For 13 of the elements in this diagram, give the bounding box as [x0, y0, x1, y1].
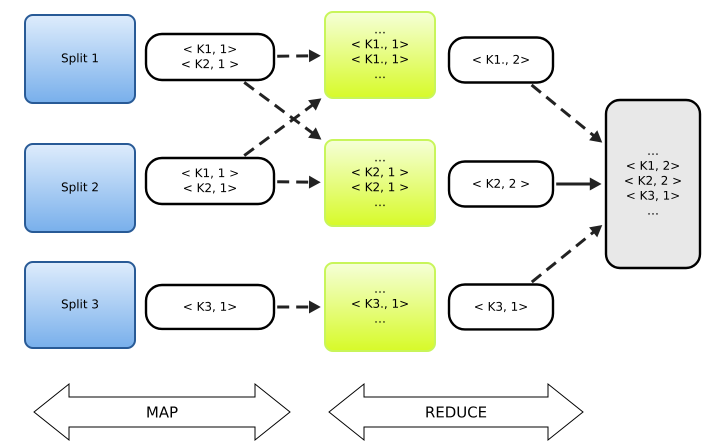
- key-value-box: < K3, 1>: [144, 284, 276, 330]
- split-box: Split 3: [24, 261, 136, 349]
- key-value-box: < K1., 2>: [448, 36, 554, 84]
- split-box: Split 1: [24, 14, 136, 104]
- reduce-box: … < K3., 1> …: [324, 262, 436, 352]
- key-value-box: < K3, 1>: [448, 283, 554, 331]
- split-box: Split 2: [24, 143, 136, 233]
- reduce-box: … < K1., 1> < K1., 1> …: [324, 11, 436, 99]
- key-value-box: < K2, 2 >: [448, 160, 554, 208]
- reduce-box: … < K2, 1 > < K2, 1 > …: [324, 139, 436, 227]
- key-value-box: < K1, 1> < K2, 1 >: [144, 32, 276, 82]
- key-value-box: < K1, 1 > < K2, 1>: [144, 156, 276, 206]
- result-box: … < K1, 2> < K2, 2 > < K3, 1> …: [604, 98, 702, 270]
